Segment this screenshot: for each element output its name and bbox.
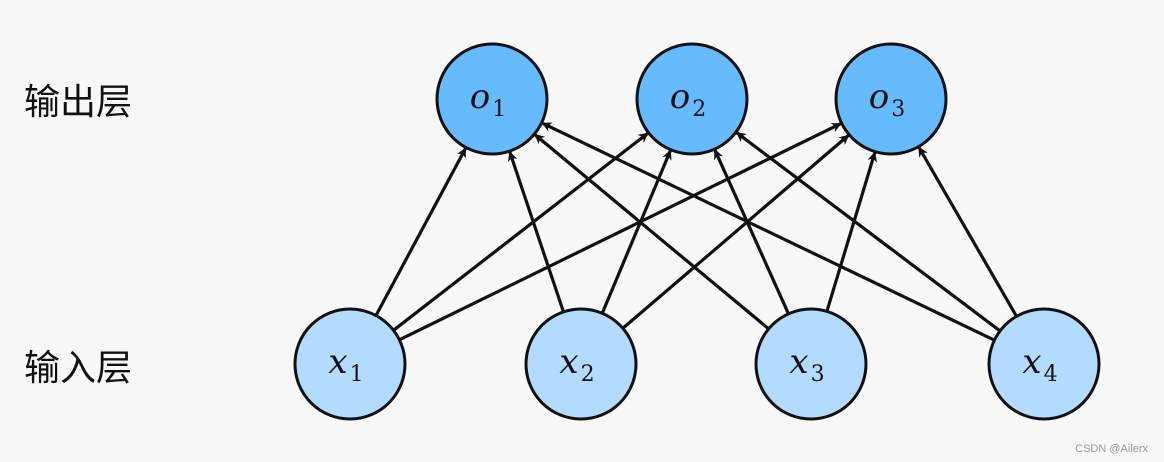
output-node-circle	[834, 42, 948, 156]
output-node-2: o2	[635, 42, 749, 156]
edges	[374, 121, 1018, 342]
output-node-variable: o	[869, 77, 889, 117]
input-node-subscript: 1	[350, 362, 364, 387]
input-node-3: x3	[754, 307, 868, 421]
input-node-variable: x	[1022, 342, 1041, 382]
output-layer-label: 输出层	[24, 82, 132, 123]
edge-x2-to-o2	[600, 149, 672, 314]
input-node-circle	[754, 307, 868, 421]
edge-x2-to-o3	[621, 134, 850, 330]
edge-x3-to-o3	[825, 151, 878, 312]
edge-x4-to-o1	[541, 121, 996, 342]
input-node-2: x2	[524, 307, 638, 421]
input-node-variable: x	[559, 342, 578, 382]
output-node-label: o3	[869, 77, 905, 122]
input-node-label: x1	[328, 342, 363, 387]
edge-x3-to-o1	[534, 133, 770, 331]
input-node-circle	[524, 307, 638, 421]
output-node-subscript: 3	[891, 97, 905, 122]
input-node-4: x4	[987, 307, 1101, 421]
input-node-label: x3	[789, 342, 824, 387]
input-node-subscript: 4	[1044, 362, 1058, 387]
input-node-subscript: 2	[581, 362, 595, 387]
edge-x3-to-o2	[713, 149, 790, 315]
output-node-3: o3	[834, 42, 948, 156]
edge-x2-to-o1	[507, 151, 566, 313]
input-node-label: x2	[559, 342, 594, 387]
edge-x4-to-o3	[917, 146, 1018, 318]
edge-x4-to-o2	[735, 131, 1002, 333]
edge-x1-to-o1	[374, 147, 467, 317]
edge-x1-to-o2	[392, 132, 649, 332]
output-node-label: o1	[470, 77, 506, 122]
input-node-subscript: 3	[811, 362, 825, 387]
output-node-variable: o	[470, 77, 490, 117]
output-node-label: o2	[670, 77, 706, 122]
watermark: CSDN @Ailerx	[1075, 443, 1148, 455]
output-node-variable: o	[670, 77, 690, 117]
input-node-1: x1	[293, 307, 407, 421]
input-layer-label: 输入层	[24, 348, 132, 389]
input-node-label: x4	[1022, 342, 1057, 387]
input-node-variable: x	[328, 342, 347, 382]
output-node-circle	[635, 42, 749, 156]
output-node-subscript: 1	[492, 97, 506, 122]
edge-x1-to-o3	[398, 122, 842, 342]
output-node-subscript: 2	[692, 97, 706, 122]
output-node-1: o1	[435, 42, 549, 156]
input-node-circle	[293, 307, 407, 421]
input-node-variable: x	[789, 342, 808, 382]
input-node-circle	[987, 307, 1101, 421]
output-node-circle	[435, 42, 549, 156]
